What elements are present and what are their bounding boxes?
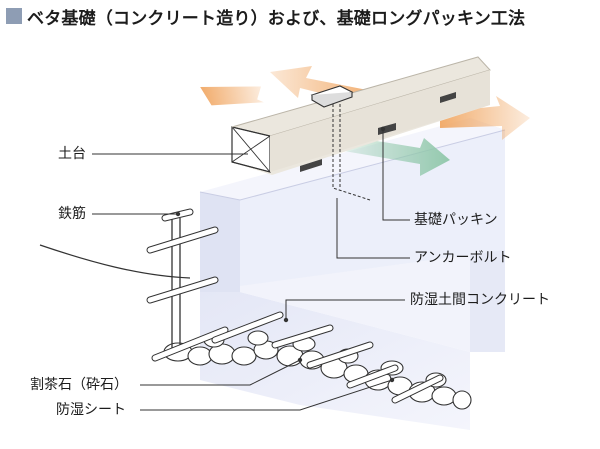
airflow-arrow-left (200, 86, 264, 106)
title-bar: ベタ基礎（コンクリート造り）および、基礎ロングパッキン工法 (6, 4, 526, 29)
pointer-dot-sheet (389, 377, 395, 383)
wall-front-face (200, 192, 240, 292)
airflow-arrow-right (440, 96, 530, 140)
slab-surface (238, 250, 505, 352)
label-bousitsu-concrete: 防湿土間コンクリート (410, 292, 550, 308)
anchor-plate-edge (311, 92, 353, 108)
wall-top-face (200, 118, 505, 200)
title-square-icon (6, 8, 22, 24)
pointer-dot-packing (380, 126, 386, 132)
pointer-dot-slab (283, 317, 289, 323)
label-bousitsu-sheet: 防湿シート (56, 402, 126, 418)
sill-beam (231, 56, 491, 175)
label-warikuri-ishi: 割茶石（砕石） (30, 377, 128, 393)
airflow-arrow-front (338, 135, 450, 176)
label-anchor-bolt: アンカーボルト (414, 250, 512, 266)
pointer-dot-gravel (297, 357, 303, 363)
wall-inner-face (240, 130, 505, 286)
diagram-title: ベタ基礎（コンクリート造り）および、基礎ロングパッキン工法 (27, 8, 526, 29)
label-tekkin: 鉄筋 (58, 206, 86, 222)
pointer-dot-rebar (175, 211, 181, 217)
ground-line (39, 244, 191, 279)
label-kiso-packing: 基礎パッキン (414, 212, 498, 228)
anchor-bolt (332, 104, 371, 201)
label-dodai: 土台 (58, 146, 86, 162)
leader-lines (92, 129, 410, 411)
